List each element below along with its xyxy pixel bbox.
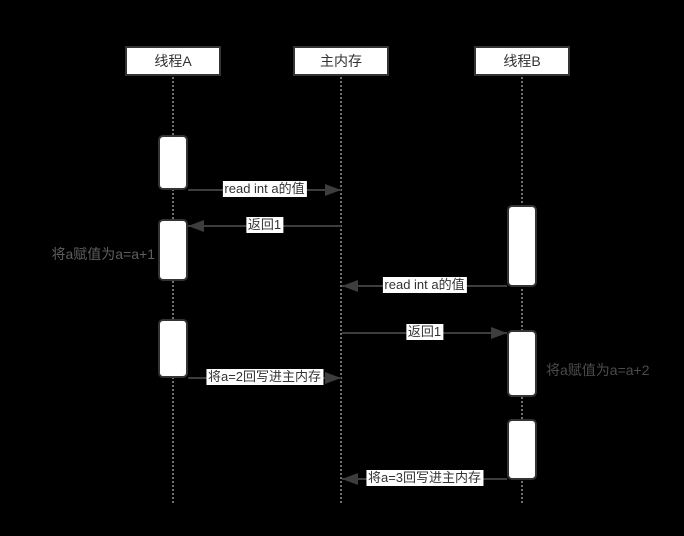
- message-writeback-a2: 将a=2回写进主内存: [188, 369, 341, 385]
- activation-thread-a-2: [158, 219, 188, 281]
- activation-thread-b-2: [507, 330, 537, 397]
- message-return-1-to-thread-b: 返回1: [342, 324, 507, 340]
- activation-thread-a-3: [158, 319, 188, 378]
- message-read-int-a-from-thread-a: read int a的值: [188, 181, 341, 197]
- lifeline-thread-b: [521, 77, 523, 503]
- activation-thread-a-1: [158, 135, 188, 190]
- lifeline-main-memory: [340, 77, 342, 503]
- activation-thread-b-1: [507, 205, 537, 287]
- message-label: 返回1: [405, 324, 444, 340]
- actor-label-thread-a: 线程A: [154, 53, 192, 69]
- message-label: read int a的值: [222, 181, 307, 197]
- note-thread-b-assign: 将a赋值为a=a+2: [546, 362, 650, 378]
- message-label: 将a=2回写进主内存: [205, 369, 324, 385]
- actor-label-thread-b: 线程B: [503, 53, 541, 69]
- message-read-int-a-from-thread-b: read int a的值: [342, 277, 507, 293]
- arrowhead-left-icon: [342, 473, 358, 485]
- message-label: 将a=3回写进主内存: [365, 470, 484, 486]
- message-return-1-to-thread-a: 返回1: [188, 217, 341, 233]
- actor-box-main-memory: 主内存: [293, 46, 389, 76]
- message-label: 返回1: [245, 217, 284, 233]
- arrowhead-left-icon: [188, 220, 204, 232]
- arrowhead-right-icon: [325, 184, 341, 196]
- actor-label-main-memory: 主内存: [320, 53, 362, 69]
- message-writeback-a3: 将a=3回写进主内存: [342, 470, 507, 486]
- arrowhead-right-icon: [325, 372, 341, 384]
- arrowhead-left-icon: [342, 280, 358, 292]
- actor-box-thread-b: 线程B: [474, 46, 570, 76]
- arrowhead-right-icon: [491, 327, 507, 339]
- activation-thread-b-3: [507, 419, 537, 480]
- message-label: read int a的值: [382, 277, 467, 293]
- lifeline-thread-a: [172, 77, 174, 503]
- note-thread-a-assign: 将a赋值为a=a+1: [51, 246, 156, 262]
- actor-box-thread-a: 线程A: [125, 46, 221, 76]
